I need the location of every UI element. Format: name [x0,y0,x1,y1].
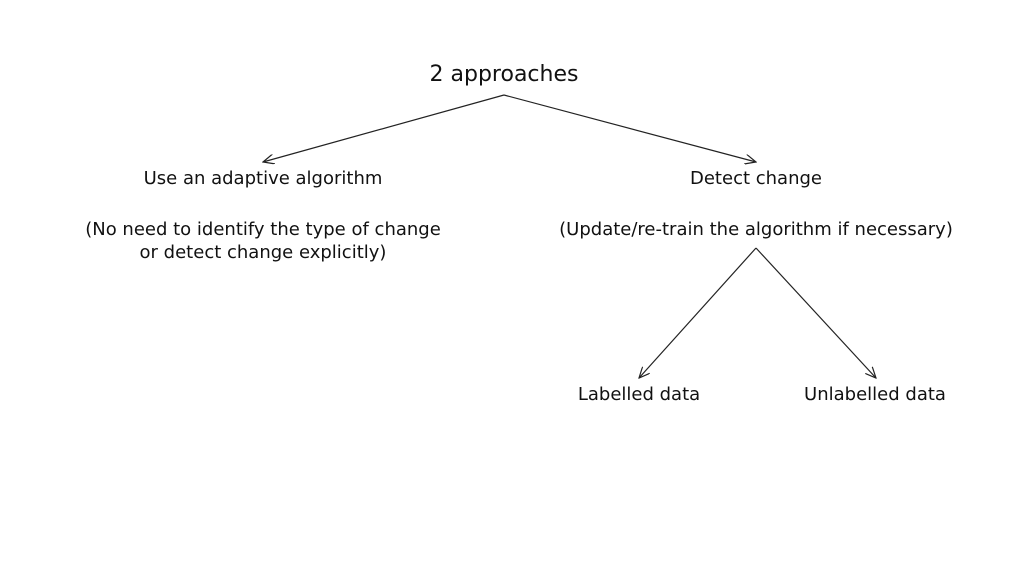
node-detect-change-note: (Update/re-train the algorithm if necess… [559,219,953,240]
node-adaptive-algorithm: Use an adaptive algorithm [143,168,383,189]
diagram-title: 2 approaches [429,62,579,87]
node-unlabelled-data: Unlabelled data [804,384,946,405]
edge-root-to-adaptive [263,94,505,162]
node-detect-change: Detect change [690,168,822,189]
adaptive-note-line-2: or detect change explicitly) [139,242,387,264]
edge-root-to-detect [503,94,756,162]
edge-detect-to-unlabelled [755,247,876,378]
adaptive-note-line-1: (No need to identify the type of change [85,219,441,240]
edge-detect-to-labelled [639,247,757,378]
node-labelled-data: Labelled data [577,384,701,405]
node-adaptive-algorithm-note: (No need to identify the type of change … [85,218,441,265]
